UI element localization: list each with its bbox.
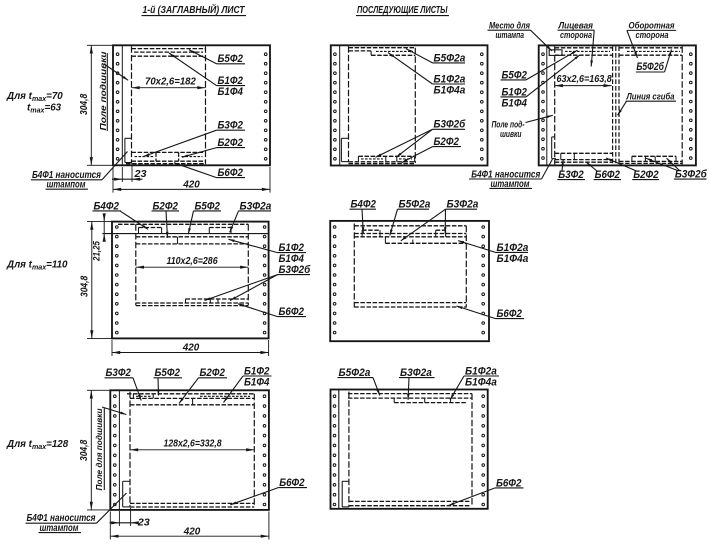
svg-text:304,8: 304,8 — [79, 93, 90, 115]
svg-text:Б3Ф2а: Б3Ф2а — [400, 367, 432, 379]
svg-text:Б6Ф2: Б6Ф2 — [496, 477, 521, 489]
svg-text:Б2Ф2: Б2Ф2 — [200, 367, 225, 379]
svg-text:Место для: Место для — [489, 21, 530, 32]
svg-text:Б1Ф4: Б1Ф4 — [502, 97, 527, 109]
svg-text:Б1Ф4: Б1Ф4 — [218, 86, 243, 98]
svg-text:Б1Ф2: Б1Ф2 — [218, 75, 243, 87]
svg-text:Для tmax=128: Для tmax=128 — [6, 439, 69, 451]
svg-text:Б2Ф2: Б2Ф2 — [633, 169, 658, 181]
svg-text:304,8: 304,8 — [80, 275, 91, 297]
svg-text:Б5Ф2: Б5Ф2 — [195, 200, 220, 212]
svg-text:штампа: штампа — [496, 30, 525, 41]
svg-text:23: 23 — [133, 169, 147, 180]
svg-text:штампом: штампом — [47, 180, 86, 191]
svg-text:Б2Ф2: Б2Ф2 — [218, 137, 243, 149]
svg-text:Б4Ф2: Б4Ф2 — [94, 200, 119, 212]
svg-text:Б4Ф2: Б4Ф2 — [351, 199, 376, 211]
svg-text:Б5Ф2: Б5Ф2 — [155, 367, 180, 379]
svg-text:Б6Ф2: Б6Ф2 — [595, 169, 620, 181]
svg-text:Оборотная: Оборотная — [629, 21, 675, 32]
svg-text:штампом: штампом — [491, 179, 530, 190]
svg-text:сторона: сторона — [560, 30, 592, 41]
svg-text:Б1Ф2а: Б1Ф2а — [434, 73, 466, 85]
svg-text:tmax=63: tmax=63 — [27, 103, 62, 115]
svg-text:сторона: сторона — [636, 30, 670, 41]
svg-text:63х2,6=163,8: 63х2,6=163,8 — [557, 74, 613, 85]
svg-text:Б4Ф1 наносится: Б4Ф1 наносится — [32, 170, 101, 181]
svg-text:110х2,6=286: 110х2,6=286 — [167, 256, 218, 267]
svg-text:Для tmax=110: Для tmax=110 — [6, 260, 68, 272]
svg-text:Б3Ф2б: Б3Ф2б — [434, 119, 466, 131]
svg-text:Б3Ф2а: Б3Ф2а — [240, 200, 272, 212]
svg-text:Б3Ф2: Б3Ф2 — [218, 120, 243, 132]
svg-text:304,8: 304,8 — [79, 439, 90, 461]
svg-text:70х2,6=182: 70х2,6=182 — [145, 76, 196, 87]
svg-text:Б1Ф4а: Б1Ф4а — [434, 85, 466, 97]
svg-text:Б2Ф2: Б2Ф2 — [434, 136, 459, 148]
svg-text:штампом: штампом — [40, 523, 79, 534]
svg-text:Б1Ф2: Б1Ф2 — [244, 365, 269, 377]
svg-text:Б6Ф2: Б6Ф2 — [279, 477, 304, 489]
svg-text:Б6Ф2: Б6Ф2 — [279, 306, 304, 318]
svg-text:Поле для подшивки: Поле для подшивки — [94, 409, 104, 491]
svg-text:Б3Ф2б: Б3Ф2б — [279, 264, 311, 276]
svg-text:Б1Ф2: Б1Ф2 — [279, 242, 304, 254]
svg-text:Поле подшивки: Поле подшивки — [98, 51, 108, 131]
svg-text:Б5Ф2а: Б5Ф2а — [399, 199, 431, 211]
svg-text:Б6Ф2: Б6Ф2 — [497, 308, 522, 320]
svg-text:420: 420 — [182, 343, 200, 354]
svg-text:Для tmax=70: Для tmax=70 — [6, 91, 63, 103]
svg-text:Б5Ф2а: Б5Ф2а — [339, 367, 371, 379]
svg-text:Б3Ф2: Б3Ф2 — [106, 367, 131, 379]
svg-text:420: 420 — [182, 180, 200, 191]
svg-text:Б1Ф4а: Б1Ф4а — [465, 377, 497, 389]
svg-text:Б5Ф2: Б5Ф2 — [502, 69, 527, 81]
svg-text:Б4Ф1 наносится: Б4Ф1 наносится — [471, 169, 540, 180]
svg-text:Б1Ф4: Б1Ф4 — [244, 377, 269, 389]
svg-text:Б3Ф2а: Б3Ф2а — [447, 199, 479, 211]
svg-text:Б5Ф2б: Б5Ф2б — [636, 61, 664, 73]
svg-text:21,25: 21,25 — [92, 240, 103, 261]
svg-text:Б3Ф2б: Б3Ф2б — [675, 169, 707, 181]
svg-text:Б5Ф2: Б5Ф2 — [218, 53, 243, 65]
svg-text:420: 420 — [183, 526, 201, 537]
svg-text:Б4Ф1 наносится: Б4Ф1 наносится — [27, 513, 96, 524]
svg-text:шивки: шивки — [500, 129, 522, 140]
svg-text:Б1Ф2: Б1Ф2 — [502, 86, 527, 98]
svg-text:1-й (ЗАГЛАВНЫЙ) ЛИСТ: 1-й (ЗАГЛАВНЫЙ) ЛИСТ — [143, 3, 246, 16]
svg-text:Б1Ф4: Б1Ф4 — [279, 253, 304, 265]
svg-text:23: 23 — [137, 517, 151, 528]
svg-text:Б5Ф2а: Б5Ф2а — [434, 52, 466, 64]
svg-text:Б1Ф2а: Б1Ф2а — [465, 365, 497, 377]
svg-text:Поле под-: Поле под- — [492, 120, 525, 131]
svg-text:Б1Ф4а: Б1Ф4а — [497, 253, 529, 265]
svg-text:Б6Ф2: Б6Ф2 — [218, 167, 243, 179]
svg-text:Б2Ф2: Б2Ф2 — [153, 200, 178, 212]
svg-text:Б3Ф2: Б3Ф2 — [558, 169, 583, 181]
svg-text:Б1Ф2а: Б1Ф2а — [497, 242, 529, 254]
svg-text:Линия сгиба: Линия сгиба — [626, 92, 675, 103]
svg-text:128х2,6=332,8: 128х2,6=332,8 — [164, 438, 222, 449]
svg-text:ПОСЛЕДУЮЩИЕ ЛИСТЫ: ПОСЛЕДУЮЩИЕ ЛИСТЫ — [357, 5, 448, 16]
svg-text:Лицевая: Лицевая — [558, 21, 594, 32]
